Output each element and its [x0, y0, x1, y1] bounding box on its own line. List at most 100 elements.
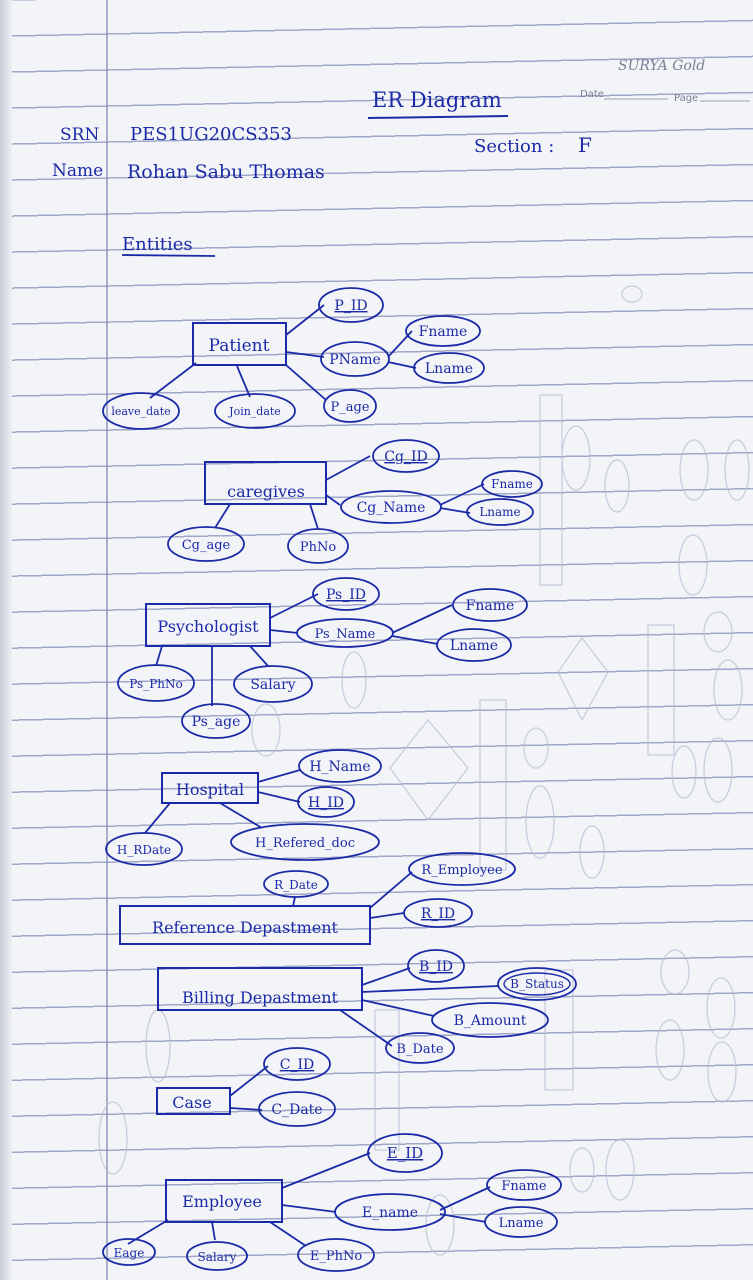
attribute-e-phno: E_PhNo	[297, 1238, 375, 1272]
attribute-label: H_RDate	[117, 843, 171, 857]
entity-label: Employee	[182, 1192, 262, 1211]
brand-label: SURYA Gold	[618, 58, 705, 74]
attribute-patient-fname: Fname	[405, 315, 481, 347]
entity-employee: Employee	[165, 1179, 283, 1223]
entity-box	[145, 603, 271, 647]
attribute-label: H_ID	[308, 795, 344, 811]
entity-label: Hospital	[176, 780, 244, 799]
attribute-label: Eage	[114, 1246, 145, 1260]
attribute-h-name: H_Name	[298, 749, 382, 783]
entity-label: Psychologist	[157, 617, 259, 636]
attribute-label: Ps_Name	[315, 627, 376, 642]
entity-box	[156, 1087, 231, 1115]
srn-label: SRN	[60, 125, 99, 145]
attribute-pname: PName	[320, 341, 390, 377]
entity-box	[204, 461, 327, 505]
attribute-cg-name: Cg_Name	[340, 490, 442, 524]
attribute-salary: Salary	[233, 665, 313, 703]
attribute-label: PName	[329, 352, 381, 368]
attribute-label: E_PhNo	[310, 1249, 362, 1264]
attribute-label: P_age	[330, 400, 369, 415]
entity-label: Billing Depastment	[182, 988, 339, 1007]
attribute-e-id: E_ID	[367, 1133, 443, 1173]
attribute-b-id: B_ID	[407, 949, 465, 983]
entity-billing-department: Billing Depastment	[157, 967, 363, 1011]
attribute-h-rdate: H_RDate	[105, 832, 183, 866]
entity-box	[161, 772, 259, 804]
attribute-label: Lname	[425, 361, 473, 377]
entity-label: caregives	[227, 482, 305, 501]
attribute-cg-age: Cg_age	[167, 526, 245, 562]
attribute-label: Join_date	[228, 405, 281, 418]
attribute-e-lname: Lname	[484, 1206, 558, 1238]
attribute-label: E_name	[362, 1205, 418, 1221]
attribute-h-id: H_ID	[297, 786, 355, 818]
entity-caregives: caregives	[204, 461, 327, 505]
attribute-e-salary: Salary	[186, 1241, 248, 1271]
attribute-ps-phno: Ps_PhNo	[117, 664, 195, 702]
entity-label: Reference Depastment	[152, 918, 339, 937]
attribute-eage: Eage	[102, 1238, 156, 1266]
attribute-label: Fname	[501, 1179, 546, 1194]
attribute-label: Lname	[450, 638, 498, 654]
attribute-label: R_ID	[421, 906, 455, 922]
entity-box	[165, 1179, 283, 1223]
attribute-p-id: P_ID	[318, 287, 384, 323]
attribute-cg-lname: Lname	[466, 498, 534, 526]
entity-psychologist: Psychologist	[145, 603, 271, 647]
attribute-label: Cg_ID	[384, 449, 427, 465]
attribute-ps-age: Ps_age	[181, 703, 251, 739]
entity-label: Case	[172, 1093, 211, 1112]
name-value: Rohan Sabu Thomas	[127, 161, 325, 183]
attribute-label: Salary	[250, 677, 295, 693]
attribute-label: H_Refered_doc	[255, 836, 355, 851]
section-value: F	[578, 133, 592, 157]
attribute-b-date: B_Date	[385, 1032, 455, 1064]
attribute-label: E_ID	[387, 1144, 423, 1162]
attribute-label: Fname	[491, 477, 533, 491]
entity-box	[192, 322, 287, 366]
attribute-r-employee: R_Employee	[408, 852, 516, 886]
attribute-label: Salary	[198, 1250, 237, 1264]
entity-label: Patient	[209, 336, 270, 356]
attribute-r-id: R_ID	[403, 898, 473, 928]
attribute-cg-fname: Fname	[481, 470, 543, 498]
attribute-ps-lname: Lname	[436, 628, 512, 662]
attribute-e-fname: Fname	[486, 1169, 562, 1201]
attribute-label: PhNo	[300, 540, 336, 555]
attribute-p-age: P_age	[323, 389, 377, 423]
attribute-b-amount: B_Amount	[431, 1002, 549, 1038]
attribute-cg-id: Cg_ID	[372, 439, 440, 473]
attribute-ps-name: Ps_Name	[296, 618, 394, 648]
attribute-label: Lname	[499, 1216, 544, 1231]
attribute-label: Cg_Name	[357, 500, 426, 516]
attribute-label: leave_date	[111, 405, 170, 418]
attribute-label: B_Status	[510, 977, 564, 991]
entities-underline	[121, 254, 216, 257]
attribute-leave-date: leave_date	[102, 392, 180, 430]
attribute-label: B_Amount	[454, 1013, 527, 1029]
attribute-label: B_Date	[396, 1042, 443, 1057]
attribute-label: P_ID	[334, 298, 367, 314]
attribute-label: B_ID	[419, 959, 453, 975]
attribute-c-date: C_Date	[258, 1091, 336, 1127]
attribute-patient-lname: Lname	[413, 352, 485, 384]
entity-hospital: Hospital	[161, 772, 259, 804]
attribute-label: Fname	[419, 324, 468, 340]
attribute-c-id: C_ID	[263, 1047, 331, 1081]
attribute-label: R_Employee	[421, 863, 502, 878]
attribute-cg-phno: PhNo	[287, 528, 349, 564]
attribute-label: H_Name	[309, 759, 370, 775]
attribute-ps-id: Ps_ID	[312, 577, 380, 611]
entities-heading: Entities	[122, 234, 193, 255]
entity-box	[119, 905, 371, 945]
attribute-label: Ps_PhNo	[129, 677, 182, 691]
attribute-e-name: E_name	[334, 1193, 446, 1231]
attribute-label: Ps_ID	[326, 587, 366, 603]
entity-case: Case	[156, 1087, 231, 1115]
name-label: Name	[52, 161, 103, 181]
attribute-h-refered-doc: H_Refered_doc	[230, 823, 380, 861]
attribute-label: C_Date	[271, 1102, 322, 1118]
